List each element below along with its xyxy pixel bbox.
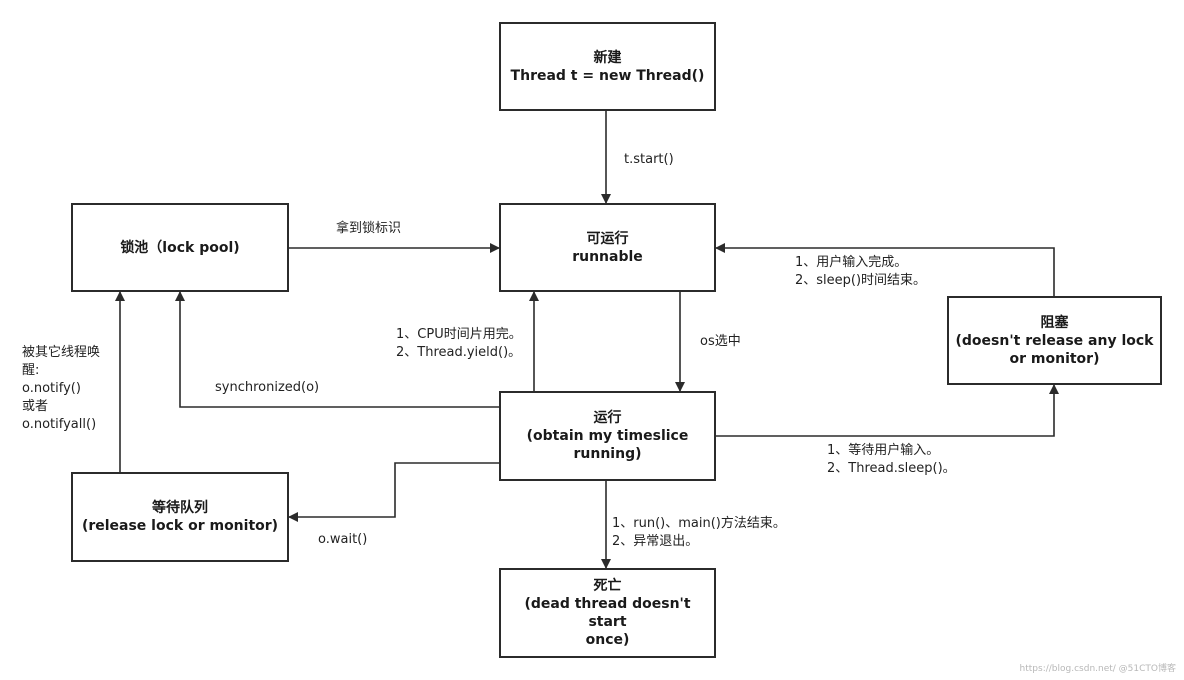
label-notify: 被其它线程唤 醒: o.notify() 或者 o.notifyall() [22,345,101,432]
state-wait-queue-title: 等待队列 [152,500,208,516]
state-blocked-line3: or monitor) [1009,350,1100,367]
arrow-running-to-waitqueue [288,462,499,522]
state-running-title: 运行 [593,410,622,426]
state-dead: 死亡 (dead thread doesn't start once) [499,568,716,658]
state-dead-line2: (dead thread doesn't start [524,596,691,630]
label-synchronized: synchronized(o) [215,380,320,395]
state-new: 新建 Thread t = new Thread() [499,22,716,111]
state-dead-line3: once) [585,632,630,648]
state-new-subtitle: Thread t = new Thread() [510,67,705,84]
state-running-line3: running) [573,446,642,462]
state-runnable: 可运行 runnable [499,203,716,292]
state-wait-queue: 等待队列 (release lock or monitor) [71,472,289,562]
label-finish: 1、run()、main()方法结束。 2、异常退出。 [612,516,786,549]
state-runnable-title: 可运行 [586,230,629,247]
label-os-select: os选中 [700,334,741,349]
state-lock-pool: 锁池（lock pool) [71,203,289,292]
state-blocked: 阻塞 (doesn't release any lock or monitor) [947,296,1162,385]
label-yield: 1、CPU时间片用完。 2、Thread.yield()。 [396,327,522,360]
arrow-blocked-to-runnable [715,243,1055,296]
label-block: 1、等待用户输入。 2、Thread.sleep()。 [827,443,956,476]
label-start: t.start() [624,152,674,167]
arrow-running-to-blocked [716,384,1059,437]
state-new-title: 新建 [593,49,622,66]
state-lock-pool-title: 锁池（lock pool) [120,239,240,256]
state-dead-title: 死亡 [593,578,622,594]
watermark: https://blog.csdn.net/ @51CTO博客 [1019,664,1176,674]
state-blocked-line2: (doesn't release any lock [955,332,1154,349]
label-wait: o.wait() [318,532,368,547]
label-unblock: 1、用户输入完成。 2、sleep()时间结束。 [795,255,927,288]
state-blocked-title: 阻塞 [1040,314,1069,331]
state-runnable-subtitle: runnable [572,248,643,265]
state-running: 运行 (obtain my timeslice running) [499,391,716,481]
arrow-running-to-lockpool [175,291,499,408]
state-wait-queue-subtitle: (release lock or monitor) [81,518,279,534]
label-get-lock: 拿到锁标识 [336,221,402,236]
state-running-line2: (obtain my timeslice [526,428,689,444]
